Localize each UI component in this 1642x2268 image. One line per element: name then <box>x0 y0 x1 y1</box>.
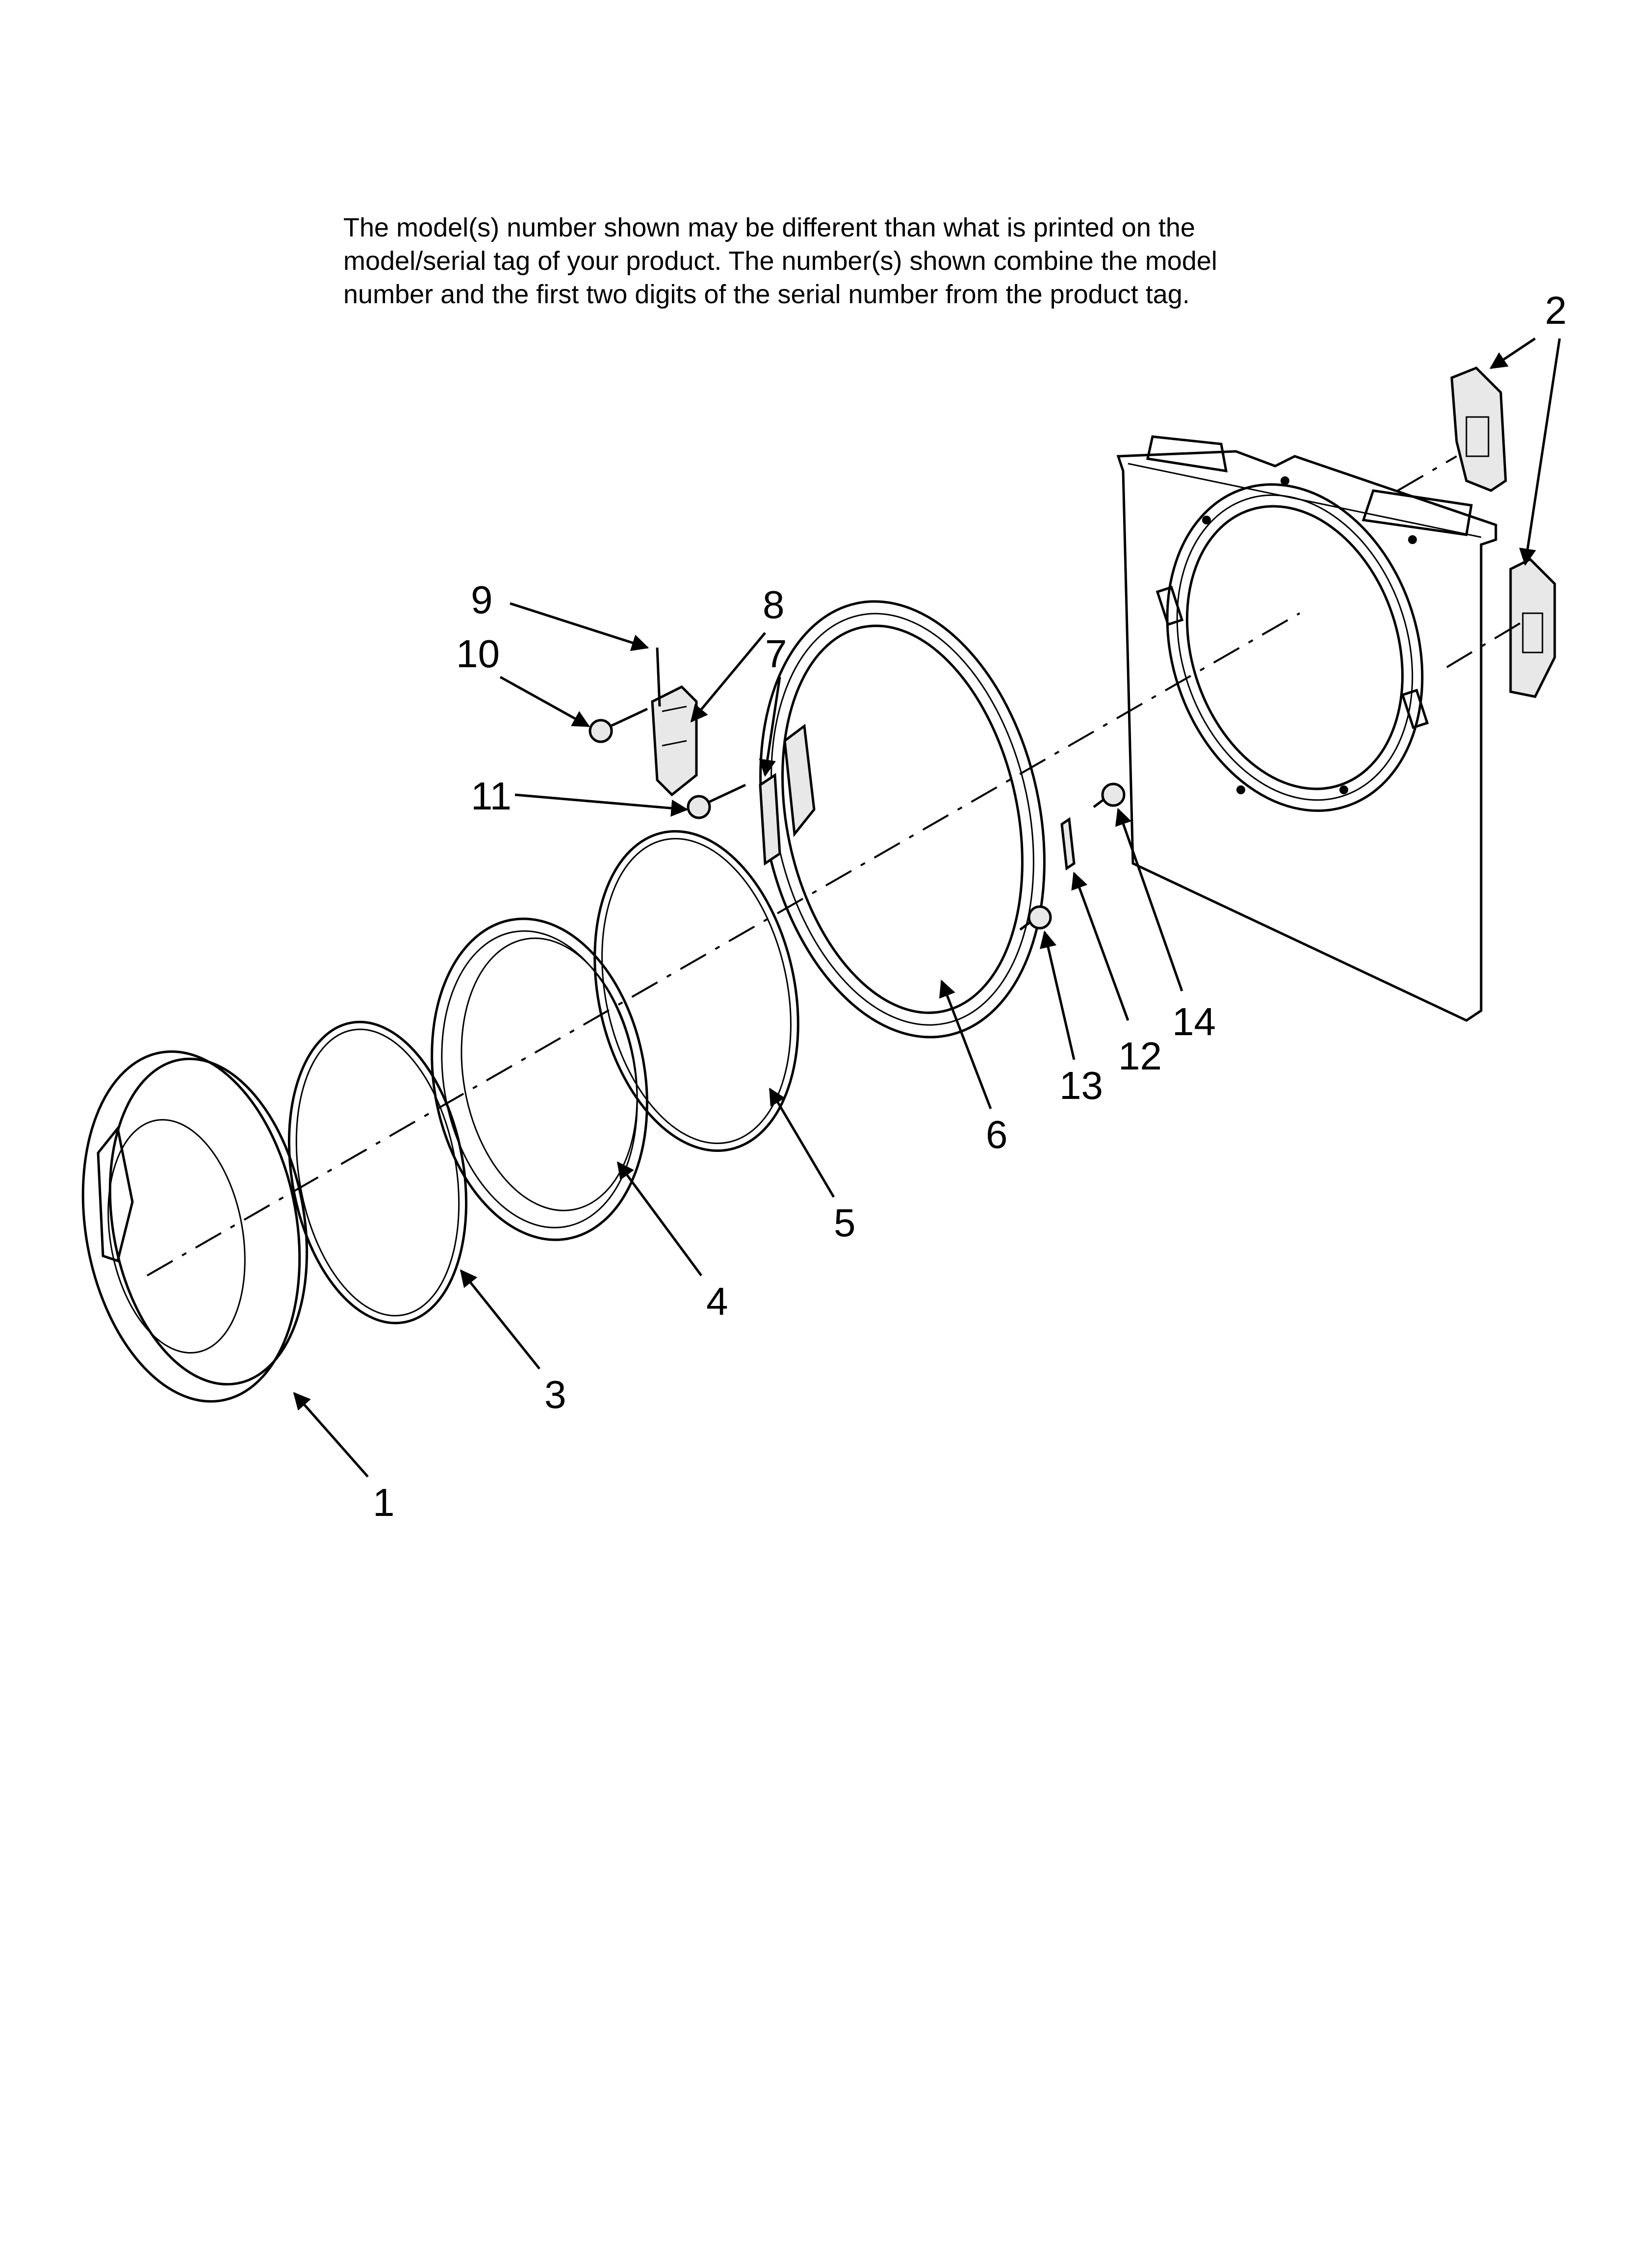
callout-13: 13 <box>1059 1064 1103 1107</box>
front-panel <box>1116 435 1497 1022</box>
hinge-axis-upper <box>1397 455 1458 492</box>
note-line-1: The model(s) number shown may be differe… <box>343 213 1195 242</box>
leader-2a <box>1489 337 1536 369</box>
model-number-note: The model(s) number shown may be differe… <box>343 211 1373 311</box>
callout-14: 14 <box>1172 1000 1216 1043</box>
door-seal-ring-inner <box>601 837 792 1145</box>
note-line-2: model/serial tag of your product. The nu… <box>343 246 1217 276</box>
hinge-plate-upper <box>1450 366 1507 492</box>
callout-6: 6 <box>986 1113 1008 1156</box>
hinge-plate-lower <box>1509 557 1556 698</box>
callout-11: 11 <box>471 774 512 818</box>
leader-7 <box>759 677 781 777</box>
door-gasket-ring <box>287 1020 468 1325</box>
door-seal-ring <box>593 830 799 1152</box>
assembly-axis-line <box>147 612 1300 1277</box>
door-frame <box>759 600 1046 1039</box>
leader-2b <box>1519 338 1561 566</box>
leader-6 <box>939 979 992 1109</box>
callout-8: 8 <box>763 583 785 626</box>
latch-bracket <box>651 685 698 797</box>
leader-13 <box>1040 930 1076 1060</box>
leader-14 <box>1115 808 1183 991</box>
leader-3 <box>460 1269 540 1370</box>
screw-10 <box>589 707 648 743</box>
screw-11 <box>687 783 746 819</box>
callout-5: 5 <box>834 1201 856 1245</box>
callout-10: 10 <box>456 632 500 676</box>
callout-7: 7 <box>765 632 787 676</box>
callout-1: 1 <box>373 1481 395 1524</box>
callout-9: 9 <box>471 578 493 622</box>
bolt-13 <box>1019 905 1052 931</box>
note-line-3: number and the first two digits of the s… <box>343 280 1190 309</box>
latch-pin <box>656 647 661 707</box>
leader-4 <box>616 1161 703 1277</box>
latch-plate <box>759 773 781 866</box>
leader-12 <box>1071 871 1129 1021</box>
outer-door-ring <box>81 1050 308 1403</box>
leader-11 <box>514 793 689 817</box>
callout-12: 12 <box>1118 1034 1162 1078</box>
hinge-pin-plate <box>1060 817 1076 871</box>
hinge-axis-lower <box>1446 622 1521 668</box>
leader-1 <box>293 1392 369 1478</box>
leader-5 <box>769 1087 835 1198</box>
leader-9 <box>510 602 649 652</box>
callout-2: 2 <box>1545 288 1567 332</box>
leader-10 <box>499 676 590 728</box>
bolt-14 <box>1093 782 1126 808</box>
leader-8 <box>690 632 766 723</box>
inner-door-trim <box>431 917 648 1241</box>
callout-3: 3 <box>544 1373 566 1416</box>
callout-4: 4 <box>706 1279 728 1323</box>
